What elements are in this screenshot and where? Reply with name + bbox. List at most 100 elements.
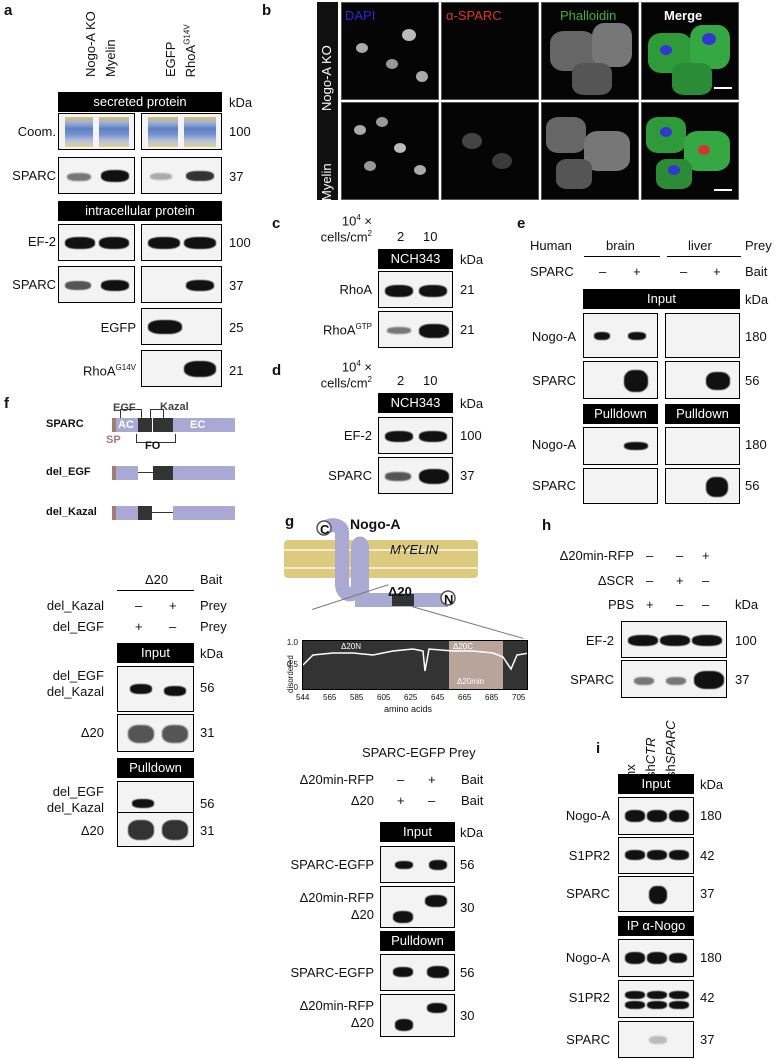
kda-value: 180 — [745, 329, 767, 344]
domain-label: Kazal — [160, 401, 189, 413]
blot — [380, 846, 455, 883]
divider — [117, 590, 194, 591]
kda-value: 56 — [460, 857, 475, 872]
sign: – — [646, 573, 654, 588]
n-term-label: N — [444, 592, 454, 607]
kda-value: 21 — [229, 363, 244, 378]
fo-bracket — [136, 434, 176, 443]
kda-label: kDa — [229, 95, 253, 110]
density-label: 104 × — [341, 213, 372, 229]
disorder-plot: Δ20N Δ20C Δ20min — [302, 640, 528, 690]
sign: + — [646, 597, 654, 612]
panel-label-c: c — [272, 215, 281, 232]
blot — [141, 157, 222, 194]
domain-label: FO — [145, 440, 161, 452]
blot — [621, 621, 727, 658]
blot — [58, 224, 135, 261]
role-label: Prey — [200, 598, 227, 613]
blot — [665, 313, 740, 358]
x-tick: 685 — [485, 693, 499, 702]
kda-value: 37 — [700, 1032, 715, 1047]
kazal-domain — [153, 466, 173, 480]
construct-label: del_Kazal — [46, 506, 97, 518]
row-label: Myelin — [319, 163, 334, 201]
x-axis-label: amino acids — [384, 704, 433, 714]
tissue-label: liver — [688, 238, 712, 253]
micrograph-phalloidin-ko — [541, 2, 639, 100]
sign: + — [713, 264, 721, 279]
kda-label: kDa — [460, 252, 484, 267]
blot — [618, 939, 694, 977]
sign: – — [169, 619, 177, 634]
micrograph-dapi-ko — [341, 2, 439, 100]
blot — [141, 308, 222, 345]
density-label: cells/cm2 — [320, 229, 372, 245]
lane-label: shSPARC — [663, 720, 678, 778]
input-bar: Input — [380, 822, 455, 842]
y-tick: 1.0 — [286, 638, 298, 647]
column-label-text: α-SPARC — [446, 8, 502, 23]
x-tick: 645 — [431, 693, 445, 702]
row-label: Nogo-A — [565, 950, 610, 965]
ec-domain — [173, 418, 235, 432]
kda-value: 37 — [229, 169, 244, 184]
ac-domain — [116, 506, 138, 520]
domain-label: SP — [106, 434, 121, 446]
construct-label: del_EGF — [46, 466, 91, 478]
blot — [58, 157, 135, 194]
kda-value: 100 — [229, 124, 251, 139]
role-label: Bait — [745, 264, 768, 279]
blot — [380, 886, 455, 928]
blot — [665, 361, 740, 399]
pulldown-bar: Pulldown — [665, 404, 740, 424]
d20n-region — [303, 641, 423, 689]
c-term-icon — [316, 520, 332, 536]
x-tick: 585 — [350, 693, 364, 702]
blot — [141, 350, 222, 387]
cell-line-bar: NCH343 — [378, 393, 453, 413]
blot — [621, 660, 727, 698]
lane-label: 10 — [423, 229, 438, 244]
ip-bar: IP α-Nogo — [618, 916, 694, 936]
sign: – — [676, 597, 684, 612]
role-label: Bait — [461, 772, 484, 787]
row-label: RhoAGTP — [323, 322, 372, 338]
sign: + — [397, 793, 405, 808]
row-label: Δ20 — [80, 725, 104, 740]
lane-label: 10 — [423, 373, 438, 388]
row-label-sup: G14V — [115, 363, 136, 372]
blot — [583, 313, 658, 358]
sign: + — [135, 619, 143, 634]
sign: + — [428, 772, 436, 787]
kda-value: 180 — [700, 808, 722, 823]
sp-domain — [112, 418, 116, 432]
kda-label: kDa — [735, 597, 759, 612]
blot — [141, 113, 222, 150]
secreted-protein-bar: secreted protein — [58, 92, 222, 112]
kazal-domain — [153, 418, 173, 432]
segment-label: Δ20 — [388, 584, 412, 599]
row-label: SPARC — [566, 1032, 610, 1047]
row-label: SPARC — [566, 886, 610, 901]
x-tick: 605 — [377, 693, 391, 702]
y-tick: 0.5 — [286, 660, 298, 669]
ac-domain — [116, 466, 138, 480]
lane-label-sup: G14V — [182, 24, 192, 45]
row-label: SPARC — [570, 672, 614, 687]
egf-domain — [138, 506, 152, 520]
kda-label: kDa — [745, 292, 769, 307]
density-label: cells/cm2 — [320, 375, 372, 391]
lane-label: 2 — [397, 229, 405, 244]
segment-label: Δ20C — [453, 642, 474, 651]
kda-value: 56 — [745, 373, 760, 388]
row-label: Nogo-A — [565, 808, 610, 823]
column-label: Merge — [664, 8, 703, 23]
deletion-line — [152, 512, 173, 513]
sign: – — [646, 548, 654, 563]
panel-label-d: d — [272, 362, 282, 379]
protein-label: Nogo-A — [350, 516, 401, 532]
panel-label-f: f — [4, 395, 9, 412]
row-label: SPARC — [532, 373, 576, 388]
micrograph-sparc-ko — [441, 2, 539, 100]
micrograph-phalloidin-myelin — [541, 102, 639, 200]
